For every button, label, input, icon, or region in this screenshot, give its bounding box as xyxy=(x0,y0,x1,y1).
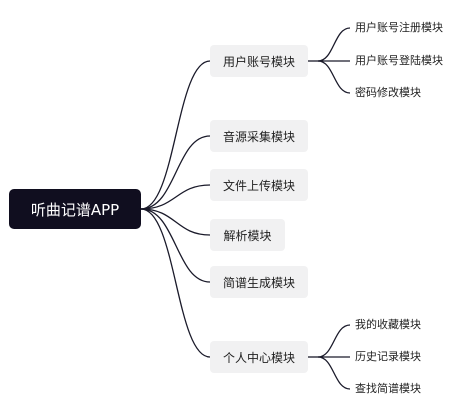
connector-root-to-numbered xyxy=(140,208,211,283)
leaf-account-register[interactable]: 用户账号注册模块 xyxy=(355,21,443,34)
connector-root-to-parse xyxy=(140,208,211,236)
connector-root-to-audio xyxy=(140,135,211,210)
connector-root-to-account xyxy=(140,60,211,210)
module-node-numbered-notation[interactable]: 简谱生成模块 xyxy=(210,266,308,298)
leaf-my-favorites[interactable]: 我的收藏模块 xyxy=(355,318,421,331)
root-node[interactable]: 听曲记谱APP xyxy=(9,189,141,229)
module-node-parse[interactable]: 解析模块 xyxy=(210,219,285,251)
connector-personal-to-favorites xyxy=(317,324,351,358)
connector-account-to-register xyxy=(317,27,351,62)
module-node-audio-capture[interactable]: 音源采集模块 xyxy=(210,120,308,152)
module-node-personal-center[interactable]: 个人中心模块 xyxy=(210,341,308,373)
leaf-search-notation[interactable]: 查找简谱模块 xyxy=(355,382,421,395)
connector-root-to-upload xyxy=(140,184,211,210)
module-node-file-upload[interactable]: 文件上传模块 xyxy=(210,169,308,201)
leaf-history[interactable]: 历史记录模块 xyxy=(355,350,421,363)
connector-root-to-personal xyxy=(140,208,211,358)
leaf-password-change[interactable]: 密码修改模块 xyxy=(355,86,421,99)
connector-personal-to-search xyxy=(317,356,351,390)
leaf-account-login[interactable]: 用户账号登陆模块 xyxy=(355,54,443,67)
connector-account-to-password xyxy=(317,60,351,94)
module-node-account[interactable]: 用户账号模块 xyxy=(210,45,308,77)
